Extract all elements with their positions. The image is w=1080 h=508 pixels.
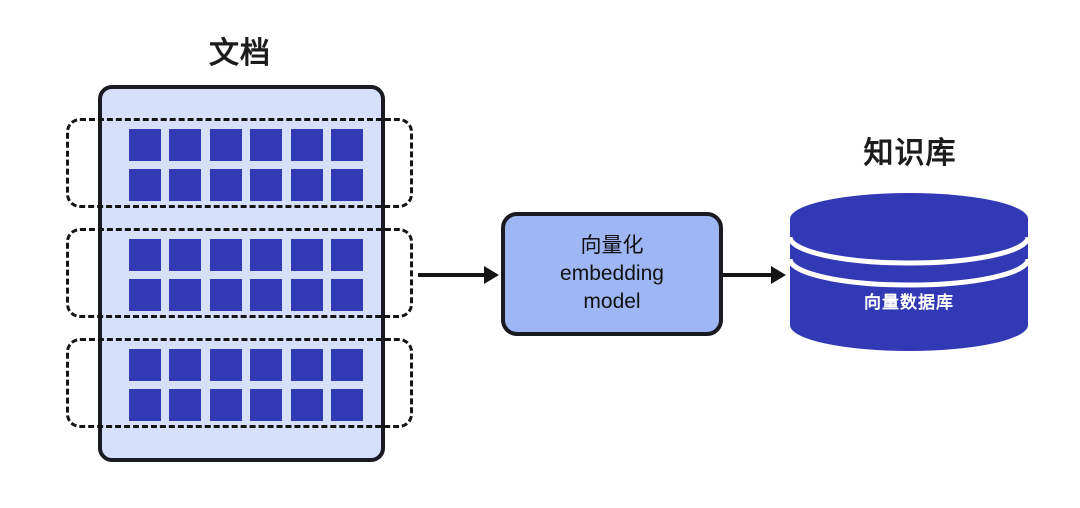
chunk-cell [169,129,202,161]
chunk-cell [330,129,363,161]
chunk-cell [209,169,242,201]
chunk-cell [250,279,283,311]
chunk-cell [169,349,202,381]
chunk-cell [209,279,242,311]
chunk-cell [129,279,161,311]
chunk-cell [290,389,323,421]
chunk-cell [330,279,363,311]
chunk-cell [129,389,161,421]
chunk-group-3 [66,338,413,428]
chunk-cell [330,389,363,421]
embedding-label-en-1: embedding [560,262,664,285]
chunk-cell [209,349,242,381]
chunk-cell [209,129,242,161]
chunk-grid-3 [129,349,363,421]
chunk-grid-1 [129,129,363,201]
chunk-grid-2 [129,239,363,311]
embedding-model-box: 向量化 embedding model [501,212,723,336]
chunk-cell [169,389,202,421]
chunk-cell [330,169,363,201]
chunk-group-1 [66,118,413,208]
chunk-cell [209,389,242,421]
arrow-embedding-to-database-icon [723,273,773,277]
chunk-cell [129,129,161,161]
chunk-cell [250,349,283,381]
chunk-cell [250,389,283,421]
arrow-document-to-embedding-icon [418,273,486,277]
chunk-cell [169,169,202,201]
database-icon [787,193,1031,351]
chunk-cell [129,239,161,271]
document-title: 文档 [209,37,271,70]
chunk-cell [290,129,323,161]
chunk-cell [250,169,283,201]
chunk-cell [290,169,323,201]
chunk-cell [129,169,161,201]
chunk-cell [250,239,283,271]
chunk-cell [330,349,363,381]
vector-database-cylinder: 向量数据库 [787,193,1031,351]
chunk-cell [250,129,283,161]
chunk-cell [169,239,202,271]
chunk-cell [209,239,242,271]
chunk-cell [290,349,323,381]
chunk-cell [129,349,161,381]
embedding-label-cjk: 向量化 [580,234,644,257]
chunk-cell [169,279,202,311]
chunk-cell [290,279,323,311]
chunk-group-2 [66,228,413,318]
knowledge-base-title: 知识库 [863,137,957,170]
chunk-cell [290,239,323,271]
embedding-label-en-2: model [583,290,641,313]
chunk-cell [330,239,363,271]
